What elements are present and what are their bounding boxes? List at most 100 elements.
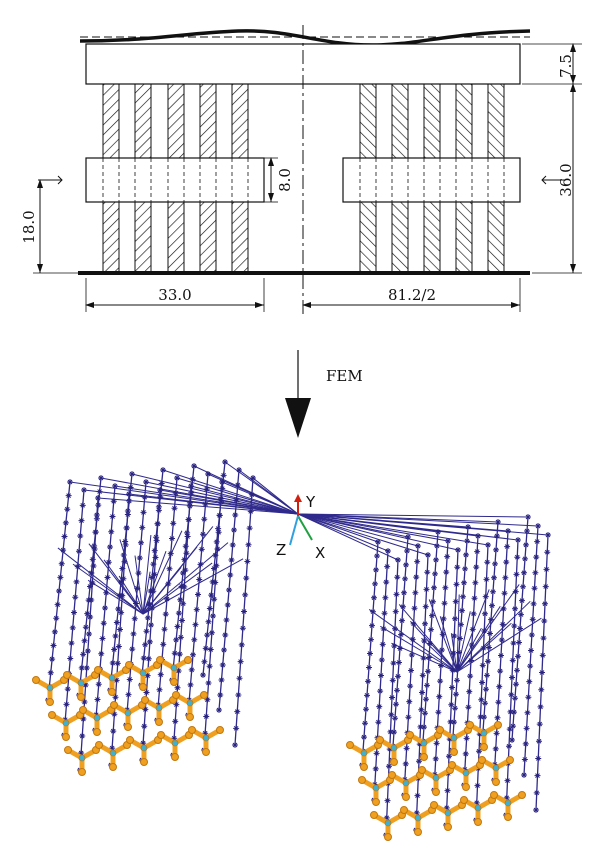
fem-node-right-2-7	[428, 626, 434, 633]
fem-node-right-14-1	[454, 564, 461, 571]
fem-node-left-8-0	[143, 479, 149, 485]
support-node-right-16-0	[490, 791, 498, 799]
fem-node-left-12-8	[86, 631, 92, 637]
fem-node-right-13-3	[422, 603, 429, 610]
fem-link-top-right-5	[297, 513, 529, 518]
dim-label-left-width: 33.0	[158, 286, 191, 304]
fem-node-right-0-0	[375, 539, 381, 545]
fem-node-left-13-12	[112, 694, 119, 701]
fem-node-left-5-16	[200, 672, 206, 678]
fem-node-right-14-8	[449, 684, 455, 691]
fem-node-right-6-3	[382, 594, 389, 601]
fem-node-left-15-2	[185, 516, 192, 523]
fem-node-left-6-2	[78, 517, 85, 524]
fem-node-right-3-14	[451, 719, 457, 726]
fem-node-left-10-14	[187, 681, 194, 688]
fem-node-right-9-6	[469, 626, 476, 633]
fem-node-right-4-10	[485, 658, 491, 665]
fem-node-left-9-11	[160, 641, 167, 648]
fem-node-left-12-5	[89, 580, 96, 586]
support-node-left-2-2	[108, 688, 116, 696]
fem-node-right-17-3	[542, 583, 549, 590]
fem-node-right-3-3	[462, 565, 468, 572]
axis-z-arrow	[289, 515, 299, 546]
fem-node-right-8-3	[442, 584, 449, 591]
fem-node-left-13-2	[123, 524, 130, 531]
fem-node-right-17-14	[534, 772, 541, 779]
fem-node-right-8-14	[432, 755, 439, 762]
fem-node-left-14-1	[155, 503, 162, 510]
fem-node-left-12-14	[79, 733, 86, 739]
fem-node-left-6-3	[77, 532, 84, 539]
support-center-right-13	[414, 814, 422, 822]
fem-node-left-12-11	[82, 682, 89, 688]
support-node-left-7-2	[93, 728, 101, 736]
fem-node-right-3-8	[457, 635, 463, 642]
support-center-left-6	[62, 719, 70, 727]
fem-node-right-11-13	[523, 725, 530, 732]
fem-node-right-1-3	[402, 575, 408, 582]
support-node-left-3-2	[139, 683, 147, 691]
fem-node-right-4-2	[493, 546, 499, 553]
fem-node-right-4-7	[488, 616, 494, 623]
fem-node-left-10-2	[202, 501, 209, 508]
fem-node-left-3-11	[144, 614, 151, 621]
fem-node-left-2-11	[113, 619, 120, 626]
fem-node-left-4-1	[189, 476, 196, 483]
support-center-right-12	[384, 819, 392, 827]
fem-node-left-14-14	[141, 723, 148, 730]
support-node-left-4-0	[156, 656, 164, 664]
fem-node-left-10-11	[191, 636, 198, 643]
fem-node-right-0-1	[374, 552, 380, 559]
fem-node-right-17-7	[539, 652, 546, 659]
fem-node-left-3-5	[153, 534, 160, 541]
fem-node-right-10-3	[502, 574, 509, 581]
fem-node-left-4-7	[181, 556, 188, 563]
fem-node-right-17-9	[538, 686, 545, 693]
fem-node-right-8-5	[440, 615, 447, 622]
fem-node-right-3-0	[465, 524, 471, 530]
fem-node-right-12-3	[392, 608, 399, 615]
fem-node-left-8-7	[134, 585, 141, 592]
support-node-right-10-1	[506, 756, 514, 764]
fem-node-left-15-5	[182, 567, 189, 574]
fem-node-right-15-0	[485, 542, 491, 548]
fem-node-left-0-4	[61, 533, 68, 540]
fem-node-left-2-1	[127, 484, 134, 491]
fem-node-right-0-9	[366, 664, 372, 671]
fem-node-right-14-0	[455, 547, 461, 553]
fem-node-left-4-8	[180, 570, 186, 576]
fem-node-right-1-1	[404, 547, 410, 554]
fem-node-left-4-10	[177, 596, 184, 603]
fem-node-right-15-14	[474, 782, 481, 789]
fem-node-right-2-9	[426, 654, 432, 661]
fem-node-right-1-11	[394, 687, 400, 694]
fem-link-mid-right-9	[456, 611, 471, 673]
fem-node-right-9-11	[465, 704, 472, 711]
fem-label: FEM	[326, 367, 363, 385]
fem-node-right-13-10	[417, 723, 424, 730]
fem-node-right-15-12	[476, 748, 482, 755]
fem-node-left-11-12	[221, 647, 227, 653]
fem-node-right-12-6	[390, 660, 397, 667]
fem-node-left-16-14	[203, 713, 210, 720]
fem-node-right-15-3	[482, 593, 489, 600]
fem-node-left-17-13	[235, 691, 242, 698]
fem-node-left-15-11	[175, 667, 182, 674]
fem-node-right-3-5	[460, 593, 466, 600]
fem-node-right-10-0	[505, 528, 511, 534]
support-node-right-1-0	[376, 736, 384, 744]
fem-node-right-6-8	[378, 672, 384, 679]
fem-node-right-16-12	[506, 743, 512, 750]
fem-node-left-13-3	[122, 541, 129, 548]
fem-node-right-12-15	[383, 814, 390, 821]
fem-node-right-12-2	[393, 591, 400, 598]
fem-node-left-16-6	[212, 579, 219, 586]
fem-node-right-0-12	[363, 706, 369, 713]
support-center-left-15	[171, 739, 179, 747]
fem-node-left-17-10	[238, 641, 245, 648]
axis-x-arrow	[297, 515, 313, 541]
fem-node-left-15-13	[173, 701, 180, 708]
fem-node-right-2-11	[424, 682, 430, 689]
fem-node-right-17-1	[544, 549, 551, 556]
